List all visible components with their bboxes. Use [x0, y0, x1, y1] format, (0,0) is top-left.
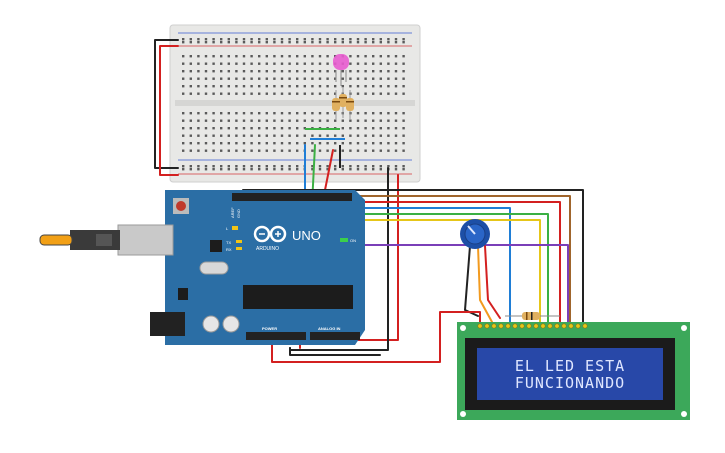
- lcd-module: EL LED ESTA FUNCIONANDO: [457, 322, 690, 420]
- arduino-uno-board: UNO ARDUINO ON TX RX L POWER ANALOG IN A…: [39, 190, 365, 345]
- rx-label: RX: [226, 247, 232, 252]
- analog-header-label: ANALOG IN: [318, 326, 341, 331]
- board-model-label: UNO: [292, 228, 321, 243]
- analog-header: [310, 332, 360, 340]
- on-led-label: ON: [350, 238, 356, 243]
- usb-connector: [39, 224, 174, 256]
- breadboard-holes: [182, 38, 405, 171]
- tx-label: TX: [226, 240, 231, 245]
- breadboard: [169, 24, 421, 183]
- power-header-label: POWER: [262, 326, 277, 331]
- board-brand-label: ARDUINO: [256, 246, 279, 252]
- rgb-led: [333, 54, 349, 86]
- dc-power-jack: [150, 312, 185, 336]
- lcd-line-1: EL LED ESTA: [515, 357, 625, 375]
- atmega-chip: [243, 285, 353, 309]
- l-led-label: L: [226, 226, 229, 231]
- gnd-label: GND: [236, 209, 241, 218]
- lcd-pin-header: [477, 323, 588, 329]
- potentiometer[interactable]: [460, 219, 490, 249]
- arduino-logo: [253, 225, 287, 243]
- digital-header: [232, 193, 352, 201]
- resistor-array: [332, 88, 354, 120]
- lcd-screen: [477, 348, 663, 400]
- power-header: [246, 332, 306, 340]
- lcd-line-2: FUNCIONANDO: [515, 374, 625, 392]
- lcd-backlight-resistor: [505, 312, 560, 320]
- breadboard-jumpers: [305, 128, 345, 168]
- aref-label: AREF: [230, 207, 235, 218]
